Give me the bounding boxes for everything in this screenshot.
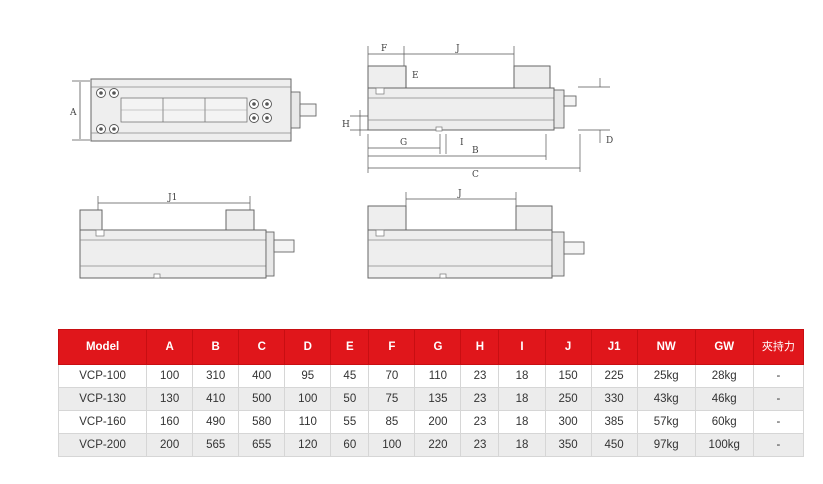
header-model: Model (57, 329, 148, 365)
table-row: VCP-100 100 310 400 95 45 70 110 23 18 1… (57, 364, 805, 388)
table-cell: 45 (330, 364, 370, 388)
dim-label-a: A (69, 108, 77, 118)
dim-label-e: E (412, 71, 419, 81)
spec-table: Model A B C D E F G H I J J1 NW GW 夾持力 V… (57, 329, 805, 457)
dim-label-b: B (472, 146, 479, 156)
header-g: G (414, 329, 462, 365)
table-cell: 60 (330, 433, 370, 457)
table-cell: 350 (544, 433, 592, 457)
dim-label-c: C (472, 170, 479, 178)
table-cell: 490 (192, 410, 240, 434)
table-cell: 100 (284, 387, 332, 411)
table-row: VCP-160 160 490 580 110 55 85 200 23 18 … (57, 410, 805, 434)
header-nw: NW (636, 329, 696, 365)
table-cell: 18 (498, 433, 546, 457)
dim-label-h: H (342, 120, 350, 130)
table-cell: 400 (238, 364, 286, 388)
table-cell: 23 (460, 387, 500, 411)
table-cell: 450 (590, 433, 638, 457)
table-cell: 100 (368, 433, 416, 457)
header-j: J (544, 329, 592, 365)
table-cell: 330 (590, 387, 638, 411)
table-cell: 23 (460, 410, 500, 434)
header-gw: GW (694, 329, 754, 365)
dim-label-d: D (606, 136, 613, 146)
table-cell: 100kg (694, 433, 754, 457)
dim-label-i: I (460, 138, 464, 148)
table-cell: 43kg (636, 387, 696, 411)
variant-left-diagram: J1 (74, 190, 304, 282)
header-b: B (192, 329, 240, 365)
table-row: VCP-130 130 410 500 100 50 75 135 23 18 … (57, 387, 805, 411)
header-f: F (368, 329, 416, 365)
table-cell: 70 (368, 364, 416, 388)
table-cell: 220 (414, 433, 462, 457)
dim-label-f: F (381, 44, 387, 54)
table-cell: 18 (498, 364, 546, 388)
table-cell: 60kg (694, 410, 754, 434)
header-c: C (238, 329, 286, 365)
table-cell: - (752, 410, 805, 434)
table-cell: 28kg (694, 364, 754, 388)
dim-label-j1: J1 (167, 193, 177, 203)
table-cell: 110 (284, 410, 332, 434)
dim-label-j-variant: J (457, 189, 462, 199)
table-cell: 46kg (694, 387, 754, 411)
header-e: E (330, 329, 370, 365)
side-view-diagram: F J E H G I B C (330, 38, 630, 178)
table-cell: - (752, 387, 805, 411)
table-cell: 25kg (636, 364, 696, 388)
table-cell: 50 (330, 387, 370, 411)
table-cell: 500 (238, 387, 286, 411)
table-cell: 97kg (636, 433, 696, 457)
table-cell: 75 (368, 387, 416, 411)
table-cell: 160 (146, 410, 194, 434)
table-cell: 580 (238, 410, 286, 434)
table-cell: 135 (414, 387, 462, 411)
header-j1: J1 (590, 329, 638, 365)
top-view-diagram: A (62, 68, 324, 150)
dim-label-j: J (455, 44, 460, 54)
table-cell: 385 (590, 410, 638, 434)
table-cell: VCP-130 (57, 387, 148, 411)
header-d: D (284, 329, 332, 365)
table-cell: 120 (284, 433, 332, 457)
variant-right-diagram: J (362, 186, 602, 282)
table-cell: 655 (238, 433, 286, 457)
table-cell: 200 (414, 410, 462, 434)
table-cell: 18 (498, 387, 546, 411)
header-h: H (460, 329, 500, 365)
dim-label-g: G (400, 138, 407, 148)
table-cell: 57kg (636, 410, 696, 434)
table-cell: 55 (330, 410, 370, 434)
table-cell: VCP-160 (57, 410, 148, 434)
table-cell: - (752, 433, 805, 457)
table-cell: 300 (544, 410, 592, 434)
table-cell: 565 (192, 433, 240, 457)
table-cell: 130 (146, 387, 194, 411)
table-cell: 110 (414, 364, 462, 388)
table-cell: 250 (544, 387, 592, 411)
table-cell: 200 (146, 433, 194, 457)
table-cell: 225 (590, 364, 638, 388)
table-cell: 85 (368, 410, 416, 434)
table-cell: 150 (544, 364, 592, 388)
table-cell: - (752, 364, 805, 388)
header-a: A (146, 329, 194, 365)
table-cell: VCP-100 (57, 364, 148, 388)
table-cell: 95 (284, 364, 332, 388)
table-cell: 310 (192, 364, 240, 388)
table-cell: 23 (460, 364, 500, 388)
header-clamping-force: 夾持力 (752, 329, 805, 365)
table-cell: VCP-200 (57, 433, 148, 457)
table-cell: 23 (460, 433, 500, 457)
table-header-row: Model A B C D E F G H I J J1 NW GW 夾持力 (57, 329, 805, 365)
table-cell: 100 (146, 364, 194, 388)
table-row: VCP-200 200 565 655 120 60 100 220 23 18… (57, 433, 805, 457)
table-cell: 410 (192, 387, 240, 411)
header-i: I (498, 329, 546, 365)
table-cell: 18 (498, 410, 546, 434)
